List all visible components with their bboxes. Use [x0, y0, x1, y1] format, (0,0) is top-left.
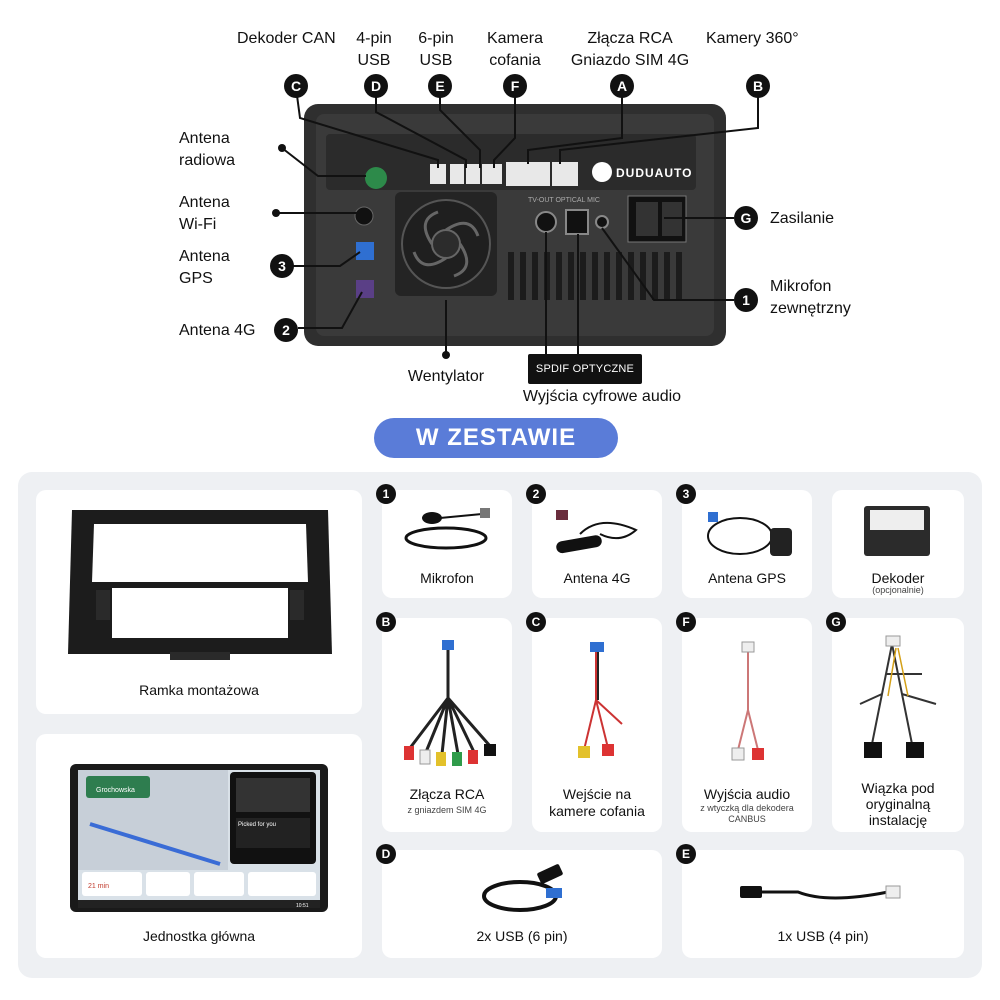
badge-gps: 3	[676, 484, 696, 504]
card-audio: F Wyjścia audio z wtyczką dla dekodera C…	[676, 612, 812, 832]
badge-usb6: D	[376, 844, 396, 864]
audio-cable-image	[731, 641, 764, 761]
spdif-badge: SPDIF OPTYCZNE	[528, 354, 642, 384]
section-title: W ZESTAWIE	[374, 418, 618, 458]
badge-rca: B	[376, 612, 396, 632]
svg-text:TV-OUT OPTICAL MIC: TV-OUT OPTICAL MIC	[528, 197, 600, 204]
badge-f: F	[503, 74, 527, 98]
card-wiazka-label3: instalację	[868, 812, 928, 828]
card-usb4: E 1x USB (4 pin)	[676, 844, 964, 958]
card-gps: 3 Antena GPS	[676, 484, 812, 598]
microphone-image	[404, 508, 490, 550]
badge-1: 1	[734, 288, 758, 312]
card-mikrofon: 1 Mikrofon	[376, 484, 512, 598]
card-gps-label: Antena GPS	[708, 570, 786, 586]
antenna-4g-image	[556, 510, 638, 554]
connector-diagram: DUDUAUTO TV-OUT OPTICAL MIC	[272, 87, 759, 359]
badge-mikrofon: 1	[376, 484, 396, 504]
mounting-frame-image	[68, 510, 332, 660]
card-antena4g-label: Antena 4G	[563, 570, 631, 586]
usb-6pin-image	[482, 864, 563, 912]
card-rca: B Złącza RCA z gniazdem SIM 4G	[376, 612, 512, 832]
card-kamera-label2: kamere cofania	[549, 803, 645, 819]
badge-c: C	[284, 74, 308, 98]
card-rca-label: Złącza RCA	[409, 786, 485, 802]
badge-g: G	[734, 206, 758, 230]
antenna-gps-image	[707, 512, 792, 556]
badge-d: D	[364, 74, 388, 98]
badge-a: A	[610, 74, 634, 98]
card-audio-sub1: z wtyczką dla dekodera	[700, 803, 794, 813]
label-wentylator: Wentylator	[407, 368, 485, 385]
label-zasilanie: Zasilanie	[770, 210, 835, 227]
card-kamera-label1: Wejście na	[562, 786, 632, 802]
card-audio-sub2: CANBUS	[728, 814, 766, 824]
decoder-image	[864, 506, 930, 556]
svg-text:Grochowska: Grochowska	[96, 787, 135, 794]
card-usb4-label: 1x USB (4 pin)	[777, 928, 869, 944]
badge-3: 3	[270, 254, 294, 278]
label-antena-4g: Antena 4G	[179, 322, 256, 339]
card-jednostka-label: Jednostka główna	[142, 928, 256, 944]
brand-logo: DUDUAUTO	[616, 166, 692, 180]
fan	[395, 192, 497, 296]
badge-antena4g: 2	[526, 484, 546, 504]
rear-connectors	[430, 162, 578, 186]
label-wyjscia-cyfrowe: Wyjścia cyfrowe audio	[522, 388, 682, 405]
card-wiazka-label2: oryginalną	[865, 796, 931, 812]
badge-e: E	[428, 74, 452, 98]
svg-text:10:51: 10:51	[296, 903, 309, 909]
card-wiazka: G Wiązka pod oryginalną instalację	[826, 612, 964, 832]
badge-kamera: C	[526, 612, 546, 632]
card-ramka: Ramka montażowa	[36, 490, 362, 714]
svg-text:Picked for you: Picked for you	[238, 822, 276, 828]
badge-2: 2	[274, 318, 298, 342]
camera-cable-image	[578, 642, 623, 758]
card-audio-label: Wyjścia audio	[703, 786, 791, 802]
card-dekoder-sub: (opcjonalnie)	[872, 585, 924, 595]
card-jednostka: Grochowska 21 min Picked for you 10:51 J…	[36, 734, 362, 958]
card-dekoder: Dekoder (opcjonalnie)	[832, 490, 964, 598]
card-kamera: C Wejście na kamere cofania	[526, 612, 662, 832]
badge-wiazka: G	[826, 612, 846, 632]
badge-usb4: E	[676, 844, 696, 864]
rca-cable-image	[404, 640, 496, 766]
label-kamery360: Kamery 360°	[706, 30, 799, 47]
card-mikrofon-label: Mikrofon	[420, 570, 474, 586]
wiring-harness-image	[859, 635, 937, 758]
card-ramka-label: Ramka montażowa	[139, 682, 259, 698]
card-antena4g: 2 Antena 4G	[526, 484, 662, 598]
badge-audio: F	[676, 612, 696, 632]
label-dekoder-can: Dekoder CAN	[237, 30, 336, 47]
head-unit-image: Grochowska 21 min Picked for you 10:51	[70, 764, 328, 912]
usb-4pin-image	[740, 885, 901, 900]
card-usb6: D 2x USB (6 pin)	[376, 844, 662, 958]
card-usb6-label: 2x USB (6 pin)	[476, 928, 568, 944]
card-rca-sub: z gniazdem SIM 4G	[407, 805, 487, 815]
badge-b: B	[746, 74, 770, 98]
card-dekoder-label: Dekoder	[871, 570, 925, 586]
card-wiazka-label1: Wiązka pod	[861, 780, 935, 796]
svg-text:21 min: 21 min	[88, 883, 109, 890]
